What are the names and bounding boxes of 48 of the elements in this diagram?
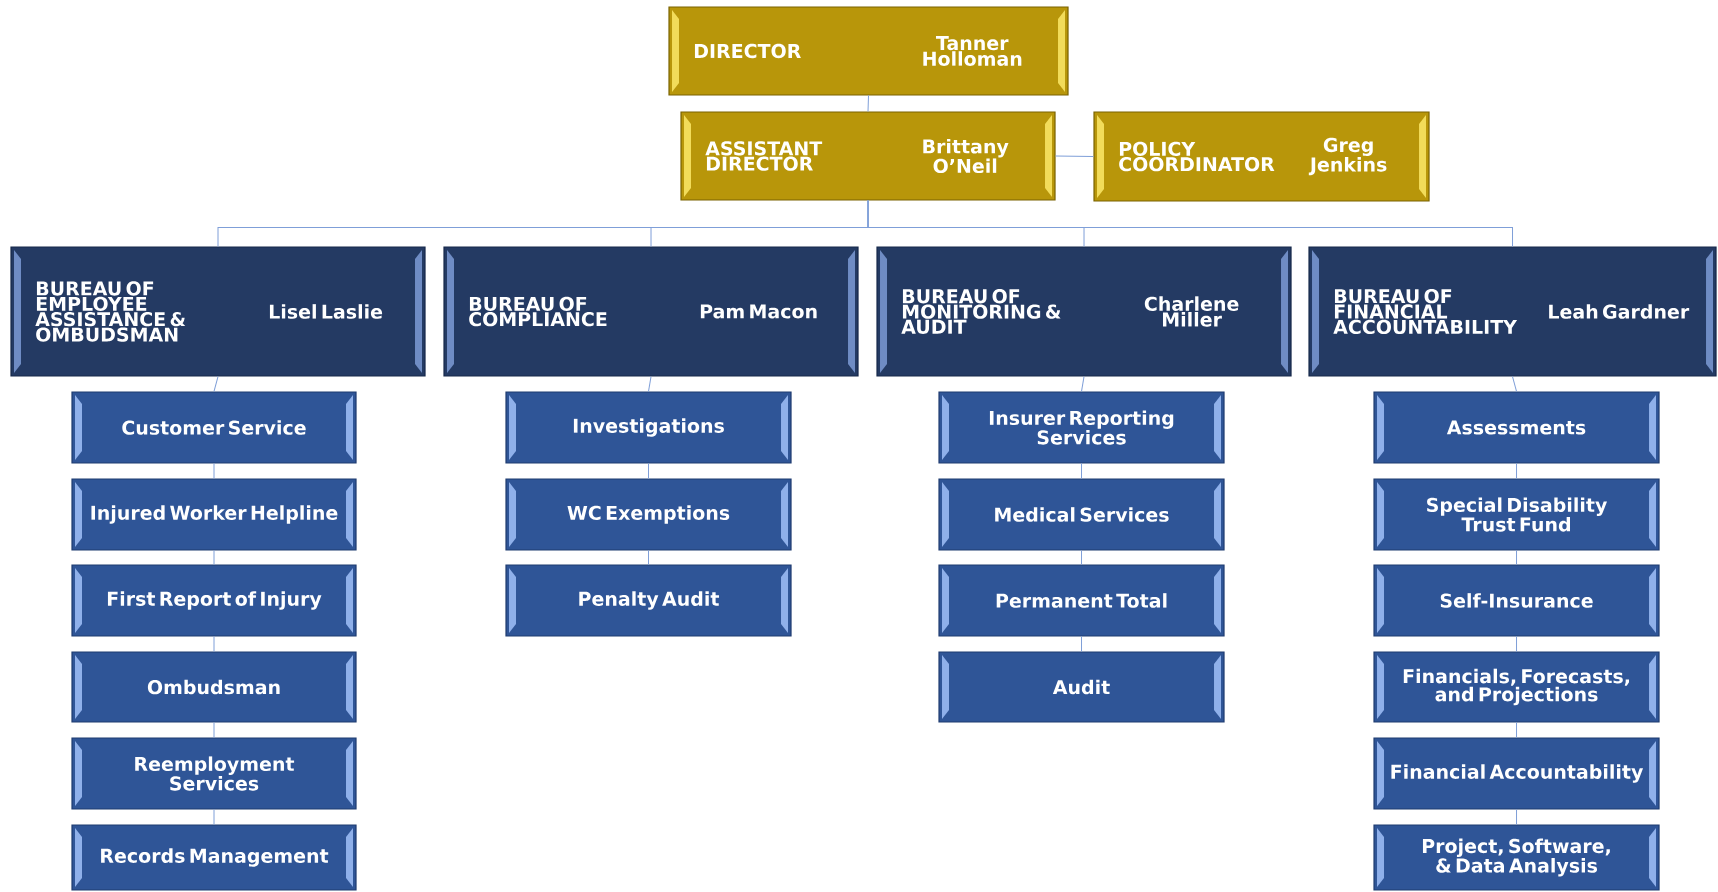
connector-line bbox=[648, 550, 649, 565]
unit-box: Investigations bbox=[505, 391, 792, 464]
leader-box: POLICY COORDINATOR Greg Jenkins bbox=[1093, 111, 1430, 202]
bureau-box: BUREAU OF COMPLIANCE Pam Macon bbox=[443, 246, 859, 377]
unit-box: Self-Insurance bbox=[1373, 564, 1660, 637]
connector-line bbox=[1081, 550, 1082, 565]
unit-box: Project, Software, & Data Analysis bbox=[1373, 824, 1660, 891]
unit-box: Penalty Audit bbox=[505, 564, 792, 637]
connector-line bbox=[648, 463, 649, 479]
unit-box: Insurer Reporting Services bbox=[938, 391, 1225, 464]
unit-box: First Report of Injury bbox=[71, 564, 357, 637]
leader-box: ASSISTANT DIRECTOR Brittany O’Neil bbox=[680, 111, 1056, 201]
connector-line bbox=[1516, 550, 1517, 565]
connector-line bbox=[648, 376, 652, 392]
connector-line bbox=[1516, 636, 1517, 652]
connector-line bbox=[1516, 809, 1517, 825]
leader-box: DIRECTOR Tanner Holloman bbox=[668, 6, 1069, 96]
unit-box: Customer Service bbox=[71, 391, 357, 464]
unit-box: Special Disability Trust Fund bbox=[1373, 478, 1660, 551]
connector-line bbox=[1516, 463, 1517, 479]
connector-line bbox=[213, 809, 215, 825]
unit-box: Financials, Forecasts, and Projections bbox=[1373, 651, 1660, 723]
connector-line bbox=[1055, 155, 1094, 157]
connector-line bbox=[867, 95, 869, 112]
connector-line bbox=[867, 200, 1513, 247]
unit-box: Records Management bbox=[71, 824, 357, 891]
connector-line bbox=[213, 376, 219, 392]
unit-box: Injured Worker Helpline bbox=[71, 478, 357, 551]
unit-box: Medical Services bbox=[938, 478, 1225, 551]
connector-line bbox=[1512, 376, 1517, 392]
connector-line bbox=[213, 463, 215, 479]
unit-box: Financial Accountability bbox=[1373, 737, 1660, 810]
connector-line bbox=[1081, 376, 1085, 392]
unit-box: Reemployment Services bbox=[71, 737, 357, 810]
connector-line bbox=[213, 550, 215, 565]
unit-box: Assessments bbox=[1373, 391, 1660, 464]
connector-line bbox=[213, 636, 215, 652]
connector-line bbox=[1516, 722, 1517, 738]
unit-box: Audit bbox=[938, 651, 1225, 723]
unit-box: WC Exemptions bbox=[505, 478, 792, 551]
unit-box: Permanent Total bbox=[938, 564, 1225, 637]
bureau-box: BUREAU OF MONITORING & AUDIT Charlene Miller bbox=[876, 246, 1292, 377]
connector-line bbox=[213, 722, 215, 738]
connector-line bbox=[1081, 463, 1082, 479]
unit-box: Ombudsman bbox=[71, 651, 357, 723]
bureau-box: BUREAU OF EMPLOYEE ASSISTANCE & OMBUDSMAN Lisel Laslie bbox=[10, 246, 426, 377]
connector-line bbox=[1081, 636, 1082, 652]
bureau-box: BUREAU OF FINANCIAL ACCOUNTABILITY Leah Gardner bbox=[1308, 246, 1717, 377]
